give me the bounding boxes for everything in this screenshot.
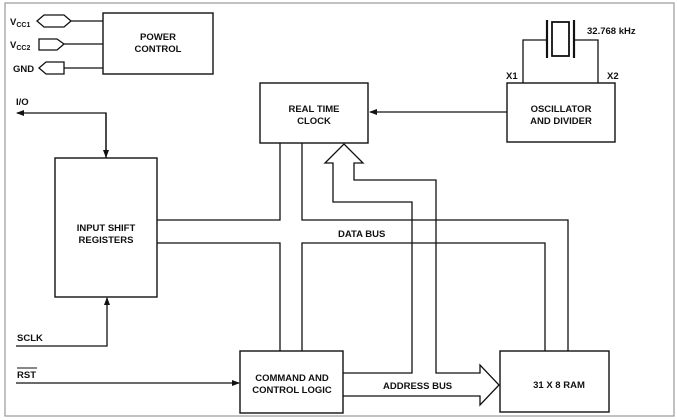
svg-text:COMMAND AND: COMMAND AND bbox=[255, 373, 329, 384]
x1-label: X1 bbox=[506, 71, 518, 82]
svg-text:AND DIVIDER: AND DIVIDER bbox=[530, 116, 592, 127]
input-shift-registers-block: INPUT SHIFT REGISTERS bbox=[54, 157, 158, 298]
svg-text:INPUT SHIFT: INPUT SHIFT bbox=[77, 223, 136, 234]
ram-block: 31 X 8 RAM bbox=[499, 350, 610, 413]
data-bus: DATA BUS bbox=[157, 143, 569, 351]
io-line bbox=[16, 110, 107, 158]
svg-text:POWER: POWER bbox=[140, 32, 176, 43]
real-time-clock-block: REAL TIME CLOCK bbox=[259, 82, 369, 144]
data-bus-label: DATA BUS bbox=[338, 229, 385, 240]
svg-text:31 X 8 RAM: 31 X 8 RAM bbox=[533, 380, 585, 391]
power-control-block: POWER CONTROL bbox=[102, 12, 214, 75]
vcc1-connector-icon bbox=[36, 14, 72, 28]
command-control-logic-block: COMMAND AND CONTROL LOGIC bbox=[239, 350, 344, 414]
x2-label: X2 bbox=[607, 71, 619, 82]
svg-text:CONTROL LOGIC: CONTROL LOGIC bbox=[252, 385, 332, 396]
sclk-label: SCLK bbox=[17, 333, 43, 344]
svg-text:GND: GND bbox=[13, 64, 34, 75]
frame bbox=[4, 2, 675, 417]
svg-text:REAL TIME: REAL TIME bbox=[288, 104, 339, 115]
gnd-pin: GND bbox=[13, 61, 103, 75]
vcc2-connector-icon bbox=[38, 38, 66, 51]
vcc2-pin: VCC2 bbox=[10, 38, 103, 52]
svg-text:OSCILLATOR: OSCILLATOR bbox=[531, 104, 592, 115]
gnd-connector-icon bbox=[38, 61, 65, 75]
oscillator-block: OSCILLATOR AND DIVIDER bbox=[506, 82, 616, 143]
svg-text:CLOCK: CLOCK bbox=[297, 116, 331, 127]
svg-text:VCC2: VCC2 bbox=[10, 40, 30, 52]
address-bus-label: ADDRESS BUS bbox=[383, 381, 452, 392]
svg-text:VCC1: VCC1 bbox=[10, 17, 30, 29]
rst-label: RST bbox=[17, 370, 36, 381]
crystal-icon bbox=[522, 20, 599, 83]
io-label: I/O bbox=[16, 97, 29, 108]
crystal-frequency-label: 32.768 kHz bbox=[587, 26, 636, 37]
svg-text:REGISTERS: REGISTERS bbox=[79, 235, 134, 246]
svg-text:CONTROL: CONTROL bbox=[135, 44, 182, 55]
address-bus-arrow bbox=[323, 143, 500, 407]
sclk-line bbox=[16, 297, 110, 347]
vcc1-pin: VCC1 bbox=[10, 14, 103, 29]
